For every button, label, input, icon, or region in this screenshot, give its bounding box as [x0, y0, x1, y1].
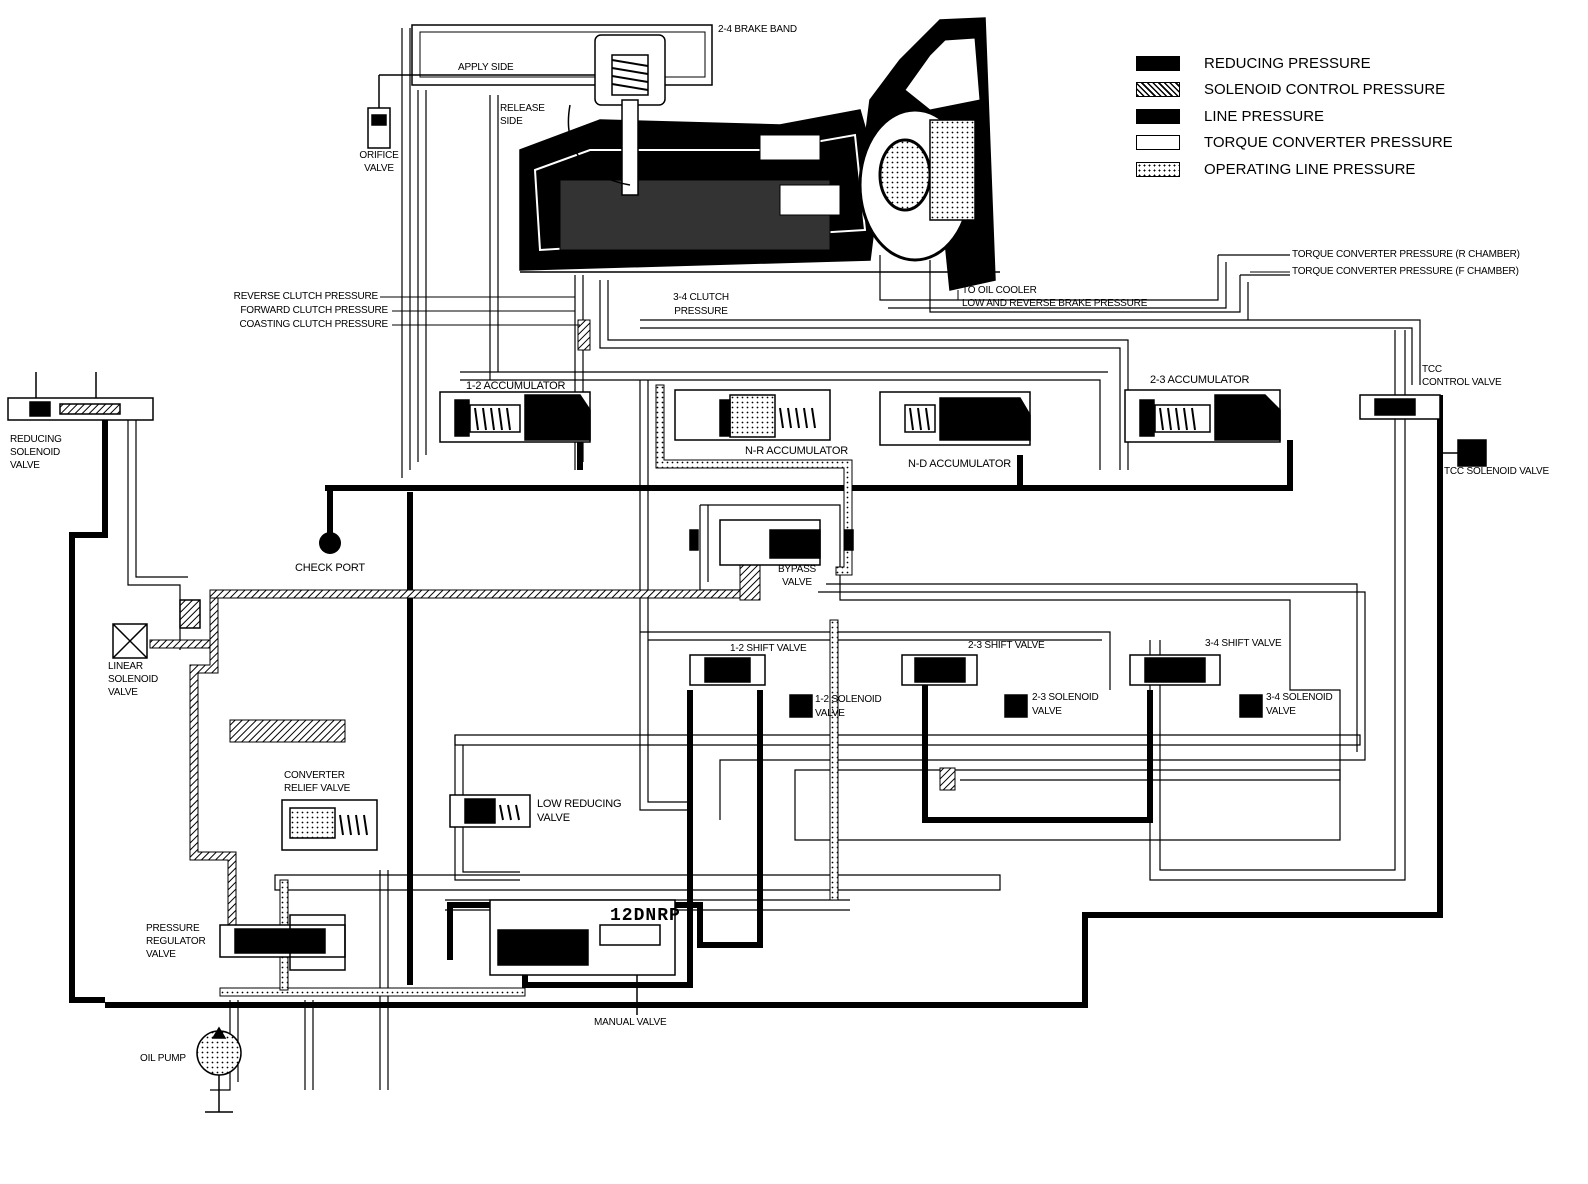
accumulator-n-d [879, 391, 1031, 446]
label-solenoid-1-2: VALVE [815, 708, 845, 719]
legend-label: TORQUE CONVERTER PRESSURE [1204, 134, 1453, 152]
check-port [319, 488, 341, 554]
shift-valve-1-2 [689, 654, 813, 718]
converter-relief-valve [281, 799, 378, 851]
label-release-side: SIDE [500, 116, 523, 127]
label-coasting-clutch: COASTING CLUTCH PRESSURE [239, 319, 388, 330]
legend-item: OPERATING LINE PRESSURE [1136, 156, 1453, 183]
label-accumulator-2-3: 2-3 ACCUMULATOR [1150, 374, 1250, 386]
label-reducing-solenoid: SOLENOID [10, 447, 61, 458]
label-3-4-clutch: 3-4 CLUTCH [673, 292, 729, 303]
label-accumulator-1-2: 1-2 ACCUMULATOR [466, 380, 566, 392]
label-bypass-valve: VALVE [782, 577, 812, 588]
legend-label: REDUCING PRESSURE [1204, 54, 1371, 72]
label-solenoid-3-4: 3-4 SOLENOID [1266, 692, 1333, 703]
label-tc-f-chamber: TORQUE CONVERTER PRESSURE (F CHAMBER) [1292, 266, 1519, 277]
legend-swatch [1136, 108, 1180, 124]
legend-swatch [1136, 55, 1180, 71]
label-solenoid-2-3: 2-3 SOLENOID [1032, 692, 1099, 703]
label-shift-valve-3-4: 3-4 SHIFT VALVE [1205, 638, 1282, 649]
label-solenoid-3-4: VALVE [1266, 706, 1296, 717]
passages-operating [219, 384, 853, 997]
legend-swatch [1136, 135, 1180, 151]
legend-item: TORQUE CONVERTER PRESSURE [1136, 130, 1453, 157]
label-gear-positions: 12DNRP [610, 906, 681, 926]
label-pressure-regulator: VALVE [146, 949, 176, 960]
label-3-4-clutch: PRESSURE [674, 306, 728, 317]
label-reverse-clutch: REVERSE CLUTCH PRESSURE [233, 291, 379, 302]
label-linear-solenoid: LINEAR [108, 661, 143, 672]
label-manual-valve: MANUAL VALVE [594, 1017, 667, 1028]
label-linear-solenoid: SOLENOID [108, 674, 159, 685]
label-brake-band: 2-4 BRAKE BAND [718, 24, 797, 35]
legend-label: OPERATING LINE PRESSURE [1204, 160, 1416, 178]
label-low-reducing: VALVE [537, 812, 570, 824]
label-pressure-regulator: REGULATOR [146, 936, 206, 947]
label-tcc-solenoid: TCC SOLENOID VALVE [1444, 466, 1549, 477]
label-low-reducing: LOW REDUCING [537, 798, 622, 810]
oil-pump [196, 1026, 242, 1113]
tcc-control-valve [1359, 394, 1441, 420]
manual-valve [489, 899, 676, 1015]
label-forward-clutch: FORWARD CLUTCH PRESSURE [240, 305, 388, 316]
label-tcc-control-valve: TCC [1422, 364, 1442, 375]
label-shift-valve-2-3: 2-3 SHIFT VALVE [968, 640, 1045, 651]
label-linear-solenoid: VALVE [108, 687, 138, 698]
leader-lines [380, 254, 1290, 326]
label-solenoid-1-2: 1-2 SOLENOID [815, 694, 882, 705]
legend-label: SOLENOID CONTROL PRESSURE [1204, 81, 1446, 99]
label-check-port: CHECK PORT [295, 562, 365, 574]
pressure-regulator-valve [219, 914, 346, 971]
passages-line-pressure [69, 395, 1443, 1008]
passages-white [127, 28, 1421, 1091]
label-oil-pump: OIL PUMP [140, 1053, 186, 1064]
label-tc-r-chamber: TORQUE CONVERTER PRESSURE (R CHAMBER) [1292, 249, 1520, 260]
label-solenoid-2-3: VALVE [1032, 706, 1062, 717]
legend-item: SOLENOID CONTROL PRESSURE [1136, 77, 1453, 104]
label-tcc-control-valve: CONTROL VALVE [1422, 377, 1502, 388]
tcc-solenoid-valve [1440, 439, 1487, 467]
bypass-valve [689, 519, 854, 566]
label-converter-relief: CONVERTER [284, 770, 345, 781]
label-apply-side: APPLY SIDE [458, 62, 514, 73]
shift-valve-2-3 [901, 654, 1028, 718]
legend-item: LINE PRESSURE [1136, 103, 1453, 130]
label-release-side: RELEASE [500, 103, 545, 114]
shift-valve-3-4 [1129, 654, 1263, 718]
brake-band-servo [411, 24, 713, 196]
orifice-valve [367, 74, 595, 149]
low-reducing-valve [449, 794, 531, 828]
label-reducing-solenoid: REDUCING [10, 434, 62, 445]
label-accumulator-n-r: N-R ACCUMULATOR [745, 445, 848, 457]
legend-label: LINE PRESSURE [1204, 107, 1325, 125]
legend-item: REDUCING PRESSURE [1136, 50, 1453, 77]
label-pressure-regulator: PRESSURE [146, 923, 200, 934]
accumulator-n-r [674, 389, 831, 441]
linear-solenoid-valve [112, 599, 201, 659]
label-accumulator-n-d: N-D ACCUMULATOR [908, 458, 1011, 470]
label-orifice-valve: VALVE [364, 163, 394, 174]
legend-swatch [1136, 82, 1180, 98]
legend: REDUCING PRESSURE SOLENOID CONTROL PRESS… [1136, 50, 1453, 183]
reducing-solenoid-valve [7, 372, 154, 421]
legend-swatch [1136, 161, 1180, 177]
label-bypass-valve: BYPASS [777, 564, 817, 575]
label-low-reverse-brake: LOW AND REVERSE BRAKE PRESSURE [962, 298, 1148, 309]
label-orifice-valve: ORIFICE [359, 150, 399, 161]
accumulator-1-2 [439, 391, 591, 443]
label-shift-valve-1-2: 1-2 SHIFT VALVE [730, 643, 807, 654]
label-to-oil-cooler: TO OIL COOLER [962, 285, 1037, 296]
transmission-housing [519, 17, 1000, 291]
label-converter-relief: RELIEF VALVE [284, 783, 351, 794]
accumulator-2-3 [1124, 389, 1281, 443]
label-reducing-solenoid: VALVE [10, 460, 40, 471]
